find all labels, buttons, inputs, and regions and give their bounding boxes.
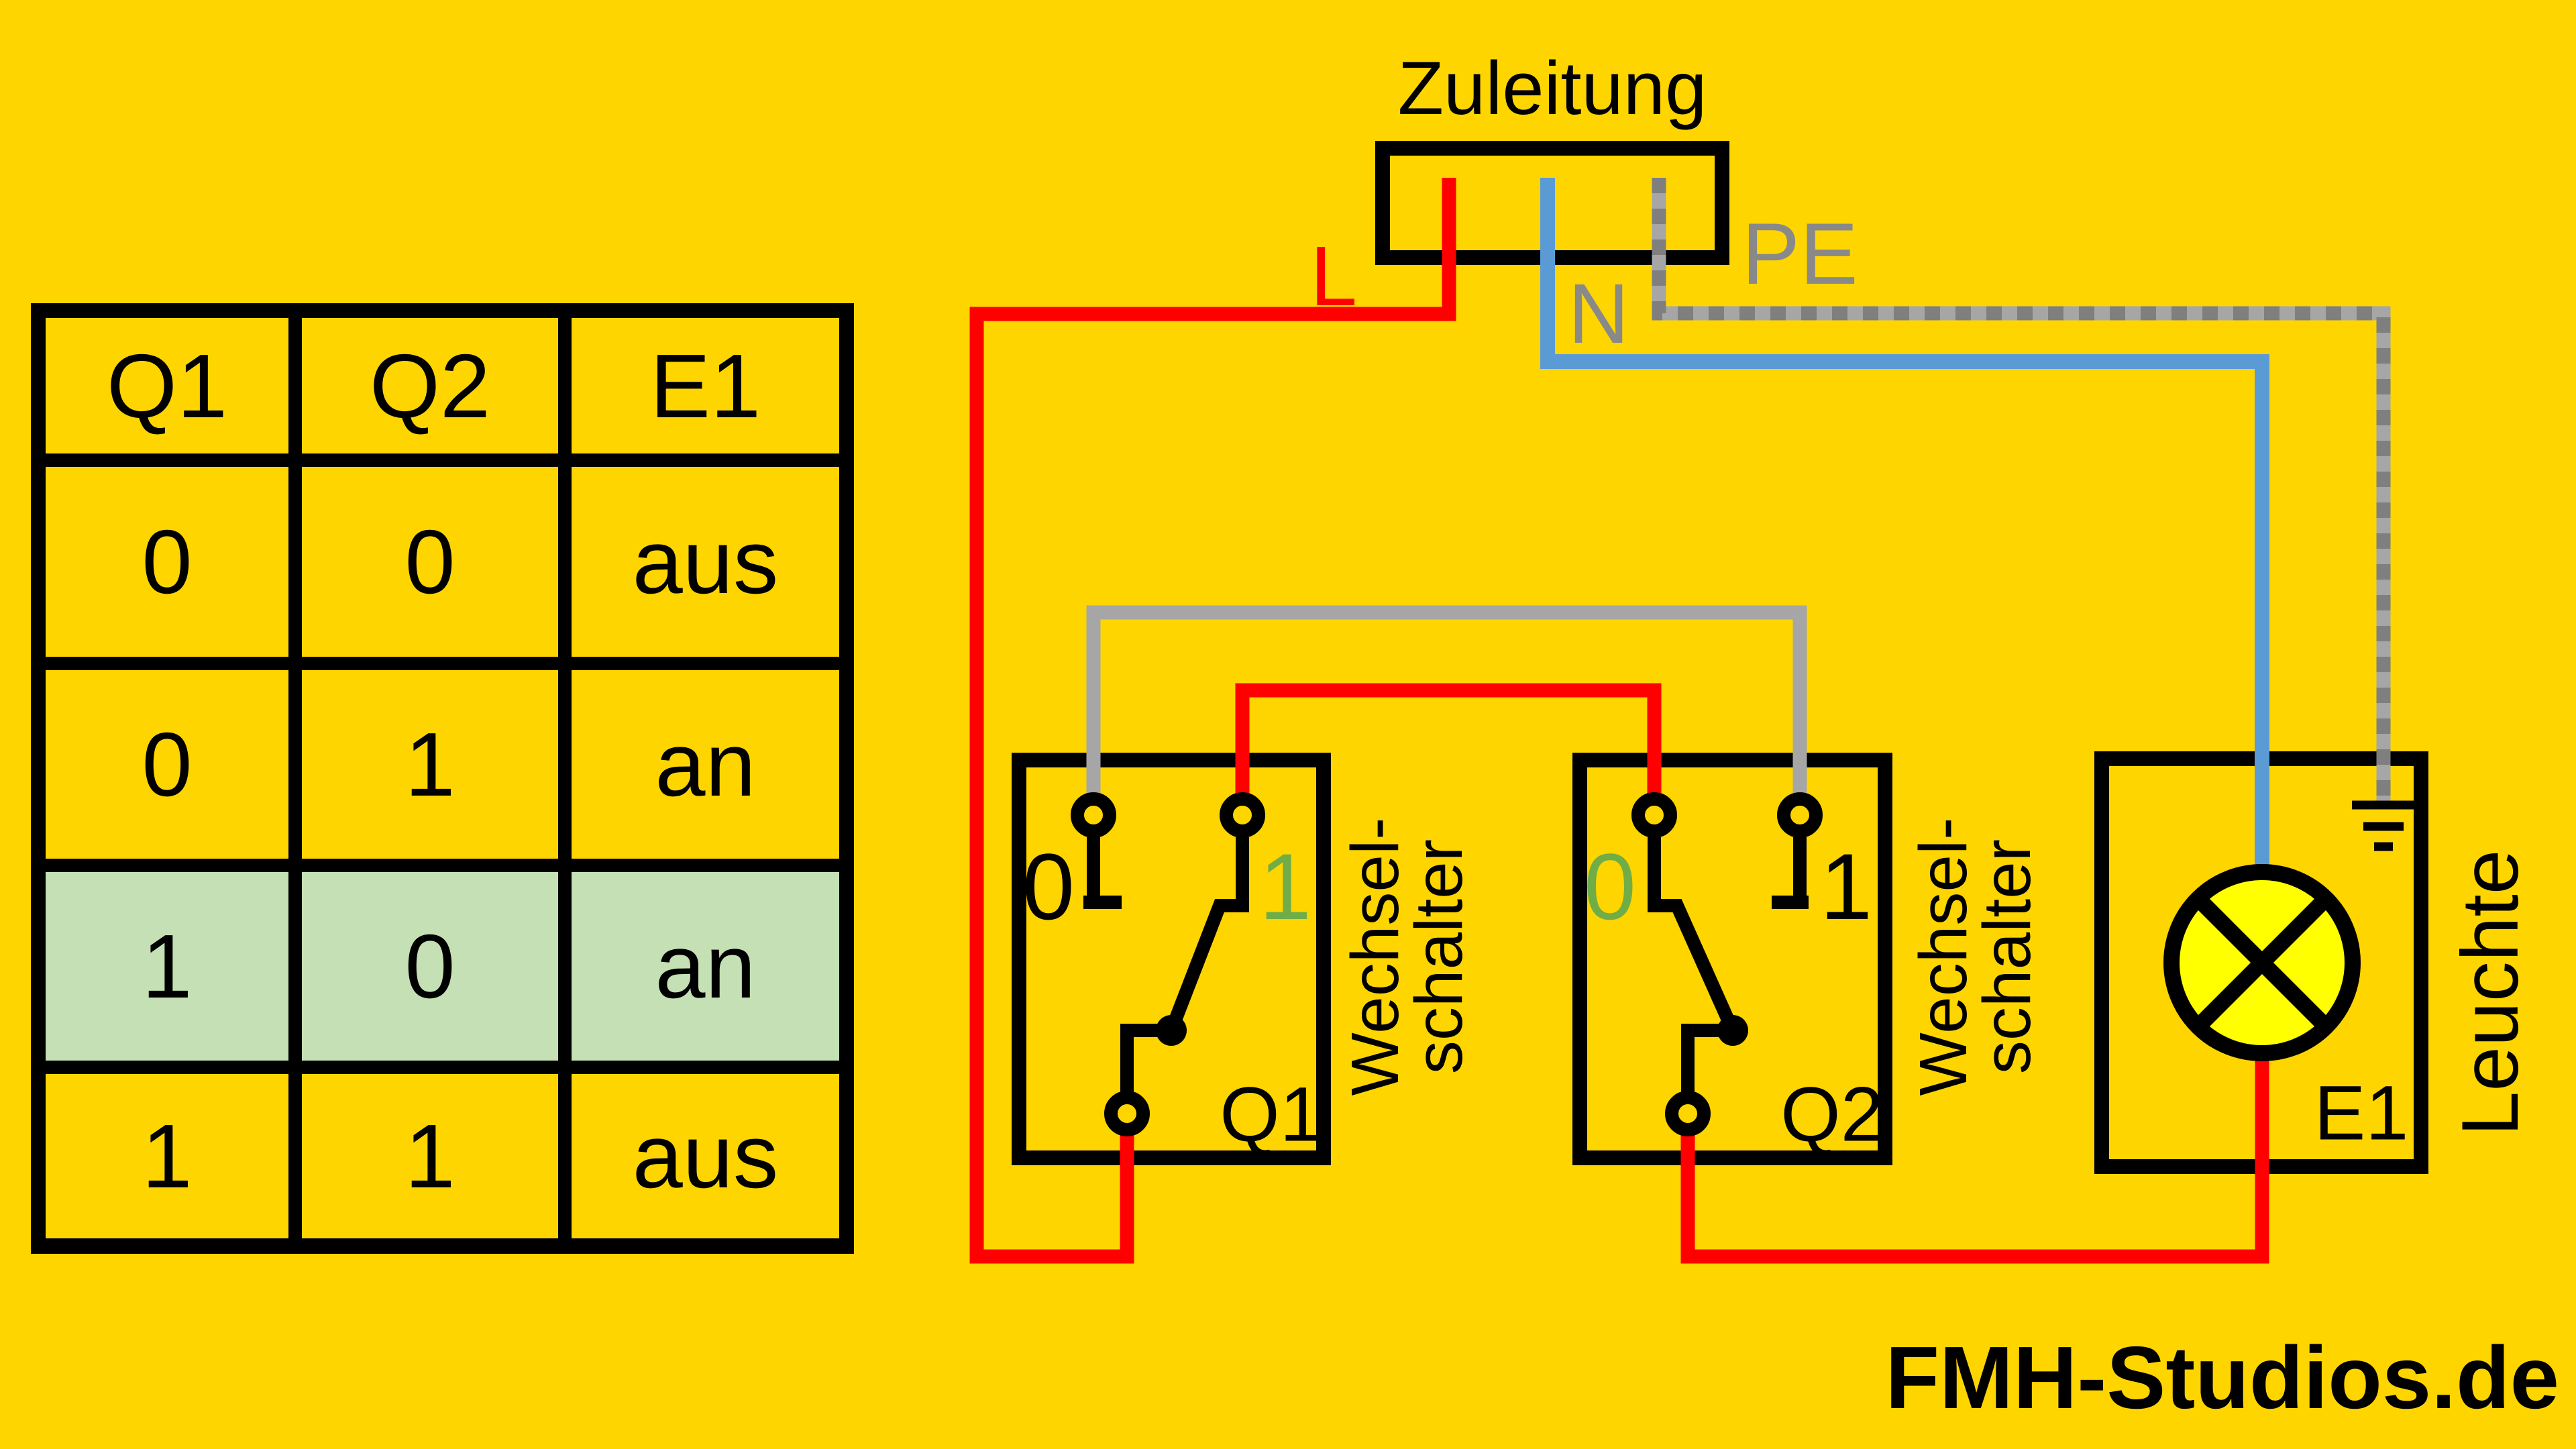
switch-q2-box — [1572, 753, 1892, 1165]
q1-position-1-label-active: 1 — [1259, 834, 1311, 939]
switch-q1-type-label: Wechsel- schalter — [1338, 817, 1477, 1096]
q2-terminal-1 — [1777, 792, 1823, 838]
table-cell-r1c1: 0 — [46, 467, 288, 657]
table-cell-r4c1: 1 — [46, 1074, 288, 1238]
switch-q2-id: Q2 — [1780, 1071, 1884, 1158]
q2-position-0-label-active: 0 — [1584, 834, 1636, 939]
wire-pe-dashes — [1652, 178, 2391, 805]
table-cell-r3c2-highlighted: 0 — [302, 872, 558, 1061]
lamp-symbol — [2163, 864, 2361, 1061]
truth-table-header-q2: Q2 — [302, 318, 558, 453]
switch-q2-type-line2: schalter — [1970, 839, 2045, 1075]
table-cell-r4c3: aus — [572, 1074, 839, 1238]
table-cell-r3c3-highlighted: an — [572, 872, 839, 1061]
switch-q2-type-line1: Wechsel- — [1906, 817, 1981, 1096]
watermark-fmh-studios: FMH-Studios.de — [1885, 1328, 2559, 1427]
q2-position-1-label: 1 — [1820, 834, 1872, 939]
lamp-id: E1 — [2314, 1070, 2409, 1157]
q1-position-0-label: 0 — [1022, 834, 1075, 939]
table-cell-r2c2: 1 — [302, 670, 558, 859]
wire-label-l: L — [1309, 229, 1358, 323]
q1-terminal-pole — [1104, 1091, 1150, 1136]
switch-q1-box — [1012, 753, 1331, 1165]
q2-lever — [1648, 837, 1739, 1034]
truth-table: Q1 Q2 E1 0 0 aus 0 1 an 1 0 an 1 1 aus — [31, 303, 854, 1254]
supply-title: Zuleitung — [1397, 46, 1707, 130]
switch-q2-type-label: Wechsel- schalter — [1906, 817, 2045, 1096]
table-cell-r1c2: 0 — [302, 467, 558, 657]
earth-symbol — [2352, 800, 2416, 851]
table-cell-r2c3: an — [572, 670, 839, 859]
wire-label-pe: PE — [1741, 205, 1858, 303]
lamp-cross-2 — [2192, 892, 2332, 1033]
wire-red-q2-lamp — [1680, 1057, 2269, 1264]
switch-q1-id: Q1 — [1220, 1071, 1323, 1158]
wire-label-n: N — [1568, 266, 1629, 361]
q1-terminal-0 — [1071, 792, 1116, 838]
wire-n-blue — [1540, 178, 2269, 869]
switch-q1-symbol — [1071, 792, 1265, 1136]
table-cell-r4c2: 1 — [302, 1074, 558, 1238]
q1-pivot-dot — [1156, 1015, 1187, 1046]
switch-q2-symbol — [1631, 792, 1823, 1136]
table-cell-r3c1-highlighted: 1 — [46, 872, 288, 1061]
switch-q1-type-line2: schalter — [1401, 839, 1477, 1075]
table-cell-r1c3: aus — [572, 467, 839, 657]
switch-q1-type-line1: Wechsel- — [1338, 817, 1413, 1096]
lamp-type-label: Leuchte — [2445, 849, 2535, 1136]
q1-lever — [1165, 837, 1249, 1033]
wire-red-q1-q2 — [1235, 683, 1662, 796]
truth-table-header-e1: E1 — [572, 318, 839, 453]
q2-terminal-pole — [1665, 1091, 1711, 1136]
truth-table-header-q1: Q1 — [46, 318, 288, 453]
wire-gray-corresponding — [1086, 605, 1807, 796]
q1-terminal-1 — [1220, 792, 1265, 838]
table-cell-r2c1: 0 — [46, 670, 288, 859]
q2-pivot-dot — [1717, 1015, 1748, 1046]
wire-l-red — [969, 178, 1456, 1264]
q2-terminal-0 — [1631, 792, 1677, 838]
